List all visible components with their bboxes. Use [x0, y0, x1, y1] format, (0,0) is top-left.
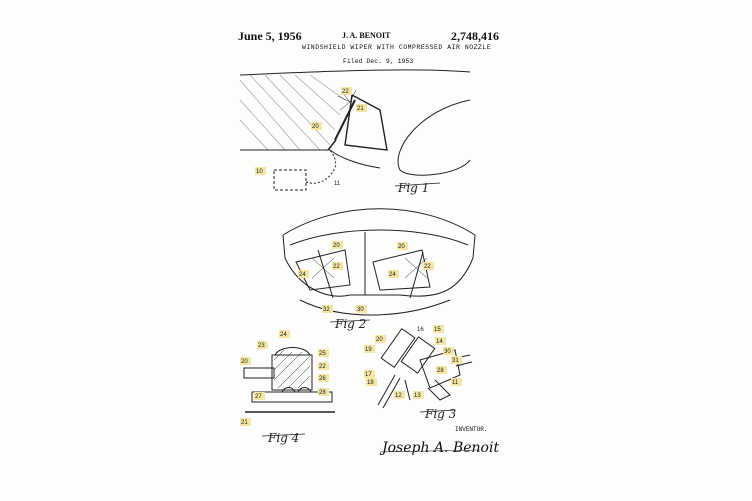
patent-date: June 5, 1956	[238, 29, 302, 43]
figure-3-drawing	[377, 327, 473, 409]
label-fig4-20: 20	[241, 359, 248, 365]
inventor-signature: Joseph A. Benoit	[382, 440, 500, 456]
label-fig3-13: 13	[414, 393, 421, 399]
label-fig3-31: 31	[452, 358, 459, 364]
label-fig4-24: 24	[280, 332, 287, 338]
figure-3-caption: Fig 3	[424, 407, 457, 421]
label-fig4-21: 21	[241, 420, 248, 426]
label-fig2-30: 30	[357, 307, 364, 313]
label-fig3-14: 14	[436, 339, 443, 345]
label-fig3-19: 19	[365, 347, 372, 353]
label-fig3-12: 12	[395, 393, 402, 399]
label-fig4-25: 25	[319, 351, 326, 357]
label-fig3-30: 30	[444, 349, 451, 355]
figure-1-drawing	[239, 69, 471, 191]
label-fig3-11: 11	[452, 380, 459, 386]
label-fig2-32: 32	[323, 307, 330, 313]
inventor-label: INVENTOR.	[455, 426, 488, 433]
label-fig3-16: 16	[417, 327, 424, 333]
label-fig4-28: 28	[319, 390, 326, 396]
label-fig2-22b: 22	[424, 264, 431, 270]
label-fig1-22: 22	[342, 89, 349, 95]
label-fig3-18: 18	[367, 380, 374, 386]
figure-4-caption: Fig 4	[267, 431, 299, 445]
label-fig1-10: 10	[256, 169, 263, 175]
label-fig2-24b: 24	[389, 272, 396, 278]
figure-2-caption: Fig 2	[334, 317, 366, 331]
label-fig3-20: 20	[376, 337, 383, 343]
label-fig2-20b: 20	[398, 244, 405, 250]
inventor-header: J. A. BENOIT	[342, 31, 391, 40]
figure-2-drawing	[282, 208, 476, 316]
figure-1-caption: Fig 1	[397, 181, 429, 195]
filed-date: Filed Dec. 9, 1953	[343, 58, 414, 65]
patent-title: WINDSHIELD WIPER WITH COMPRESSED AIR NOZ…	[302, 44, 492, 51]
label-fig4-23: 23	[258, 343, 265, 349]
figure-4-drawing	[243, 347, 335, 413]
label-highlights	[240, 87, 462, 426]
label-fig3-15: 15	[434, 327, 441, 333]
label-fig3-28: 28	[437, 368, 444, 374]
patent-number: 2,748,416	[451, 29, 499, 43]
label-fig1-21: 21	[357, 106, 364, 112]
label-fig1-11: 11	[334, 181, 341, 187]
label-fig2-24a: 24	[299, 272, 306, 278]
label-fig4-22: 22	[319, 364, 326, 370]
label-fig2-22a: 22	[333, 264, 340, 270]
label-fig3-17: 17	[365, 372, 372, 378]
label-fig2-20a: 20	[333, 243, 340, 249]
label-fig4-27: 27	[255, 394, 262, 400]
label-fig4-26: 26	[319, 376, 326, 382]
label-fig1-20: 20	[312, 124, 319, 130]
